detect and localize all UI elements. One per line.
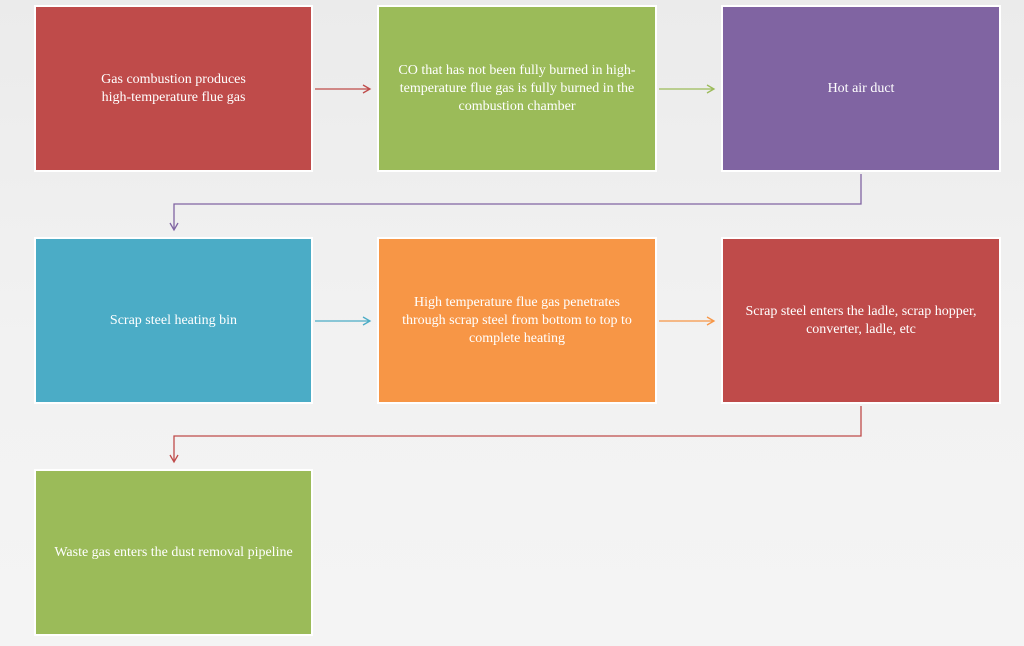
arrowhead-penetration-to-ladle (706, 316, 716, 326)
node-hot-air-duct: Hot air duct (721, 5, 1001, 172)
node-gas-combustion: Gas combustion produces high-temperature… (34, 5, 313, 172)
node-heating-bin-label: Scrap steel heating bin (109, 312, 238, 328)
arrowhead-combustion-to-chamber (362, 84, 372, 94)
node-hot-air-duct-label: Hot air duct (827, 80, 895, 96)
arrowhead-bin-to-penetration (362, 316, 372, 326)
node-scrap-enters-ladle: Scrap steel enters the ladle, scrap hopp… (721, 237, 1001, 404)
arrow-duct-to-bin (173, 174, 862, 229)
node-combustion-chamber: CO that has not been fully burned in hig… (377, 5, 657, 172)
arrowhead-duct-to-bin (169, 222, 179, 232)
arrowhead-ladle-to-dust-removal (169, 454, 179, 464)
node-combustion-chamber-label: CO that has not been fully burned in hig… (398, 62, 636, 114)
node-flue-gas-penetration-label: High temperature flue gas penetrates thr… (402, 294, 632, 346)
node-scrap-enters-ladle-label: Scrap steel enters the ladle, scrap hopp… (745, 303, 977, 337)
node-flue-gas-penetration: High temperature flue gas penetrates thr… (377, 237, 657, 404)
arrowhead-chamber-to-duct (706, 84, 716, 94)
node-gas-combustion-label: Gas combustion produces high-temperature… (101, 71, 246, 105)
arrow-ladle-to-dust-removal (173, 406, 862, 461)
node-heating-bin: Scrap steel heating bin (34, 237, 313, 404)
node-dust-removal: Waste gas enters the dust removal pipeli… (34, 469, 313, 636)
node-dust-removal-label: Waste gas enters the dust removal pipeli… (54, 544, 293, 560)
